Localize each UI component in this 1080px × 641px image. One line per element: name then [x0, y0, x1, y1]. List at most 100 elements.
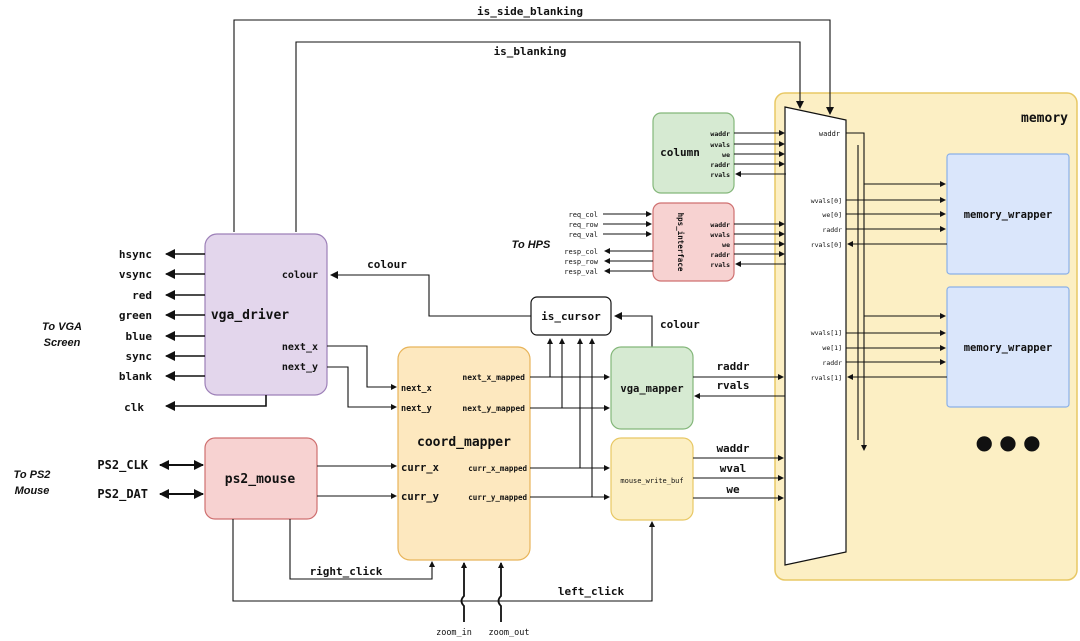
vga-out-0: hsync — [119, 248, 152, 261]
ps2-dat-label: PS2_DAT — [97, 487, 148, 502]
hps-out-0: resp_col — [564, 248, 598, 256]
to-ps2-line1: To PS2 — [14, 469, 51, 481]
cm-next-x-mapped: next_x_mapped — [462, 373, 525, 382]
right-click-label: right_click — [310, 565, 383, 578]
column-title: column — [660, 146, 700, 159]
hps-port-4: rvals — [710, 261, 730, 269]
to-hps-label: To HPS — [512, 239, 551, 251]
coord-mapper-title: coord_mapper — [417, 435, 511, 450]
column-wires — [734, 130, 786, 177]
hps-wires — [603, 211, 786, 274]
cm-curr-y-mapped: curr_y_mapped — [468, 493, 527, 502]
mux-bus — [846, 132, 867, 451]
vga-clk-label: clk — [124, 401, 144, 414]
coord-mapper-output-wires — [530, 374, 610, 500]
next-xy-wires — [327, 345, 397, 410]
click-wires — [232, 519, 655, 602]
vga-driver-next-x-port: next_x — [282, 342, 318, 353]
column-port-4: rvals — [710, 171, 730, 179]
cm-next-y: next_y — [401, 404, 432, 414]
zoom-wires — [460, 562, 504, 622]
memory-mux — [784, 106, 847, 566]
ps2-clk-label: PS2_CLK — [97, 458, 148, 473]
mwb-wval: wval — [720, 462, 747, 475]
is-cursor-title: is_cursor — [541, 310, 601, 323]
hps-interface-block — [652, 202, 735, 282]
memory-wrapper-2 — [946, 286, 1070, 408]
memory-wrapper-2-label: memory_wrapper — [964, 342, 1053, 354]
cm-next-y-mapped: next_y_mapped — [462, 404, 525, 413]
colour-label: colour — [367, 258, 407, 271]
is-blanking-label: is_blanking — [494, 45, 567, 58]
blanking-wires — [233, 19, 834, 232]
w1-port-0: wvals[0] — [811, 197, 842, 205]
coord-mapper-block — [397, 346, 531, 561]
vga-output-wires — [165, 249, 267, 411]
vga-mapper-block — [610, 346, 694, 430]
hps-port-0: waddr — [710, 221, 730, 229]
mwb-we: we — [726, 483, 740, 496]
is-cursor-colour-label: colour — [660, 318, 700, 331]
w1-port-2: raddr — [822, 226, 842, 234]
hps-port-3: raddr — [710, 251, 730, 259]
column-port-1: wvals — [710, 141, 730, 149]
w2-port-3: rvals[1] — [811, 374, 842, 382]
mouse-write-buf-wires — [693, 455, 784, 501]
vga-mapper-rvals: rvals — [716, 379, 749, 392]
vga-driver-title: vga_driver — [211, 308, 289, 323]
memory-wrapper-1 — [946, 153, 1070, 275]
hps-out-1: resp_row — [564, 258, 599, 266]
is-side-blanking-label: is_side_blanking — [477, 5, 583, 18]
vga-out-5: sync — [126, 350, 153, 363]
mux-waddr-label: waddr — [819, 130, 840, 138]
ps2-bidir-wires — [159, 460, 204, 499]
column-port-3: raddr — [710, 161, 730, 169]
hps-port-2: we — [722, 241, 730, 249]
hps-out-2: resp_val — [564, 268, 598, 276]
colour-wire — [330, 271, 531, 317]
wrapper-2-wires — [846, 313, 947, 380]
memory-wrapper-1-label: memory_wrapper — [964, 209, 1053, 221]
hps-in-1: req_row — [568, 221, 598, 229]
mouse-write-buf-block — [610, 437, 694, 521]
hps-in-0: req_col — [568, 211, 598, 219]
cm-next-x: next_x — [401, 384, 432, 394]
to-vga-line1: To VGA — [42, 321, 82, 333]
w2-port-2: raddr — [822, 359, 842, 367]
left-click-label: left_click — [558, 585, 625, 598]
cm-curr-y: curr_y — [401, 491, 440, 503]
vga-out-1: vsync — [119, 268, 152, 281]
column-port-2: we — [722, 151, 730, 159]
w1-port-1: we[0] — [822, 211, 842, 219]
column-block — [652, 112, 735, 194]
wrapper-1-wires — [846, 181, 947, 247]
column-port-0: waddr — [710, 130, 730, 138]
ps2-mouse-block — [204, 437, 318, 520]
memory-ellipsis: ● ● ● — [975, 430, 1040, 454]
mouse-write-buf-title: mouse_write_buf — [620, 477, 683, 485]
hps-port-1: wvals — [710, 231, 730, 239]
zoom-in-label: zoom_in — [436, 628, 472, 638]
vga-out-4: blue — [126, 330, 153, 343]
vga-mapper-raddr: raddr — [716, 360, 749, 373]
cm-curr-x: curr_x — [401, 462, 440, 474]
to-ps2-line2: Mouse — [15, 485, 50, 497]
w2-port-1: we[1] — [822, 344, 842, 352]
vga-out-6: blank — [119, 370, 152, 383]
hps-in-2: req_val — [568, 231, 598, 239]
vga-mapper-title: vga_mapper — [620, 383, 683, 395]
w1-port-3: rvals[0] — [811, 241, 842, 249]
ps2-to-coord-wires — [317, 463, 397, 499]
vga-driver-next-y-port: next_y — [282, 362, 318, 373]
vga-driver-colour-port: colour — [282, 270, 318, 281]
hps-interface-title: hps_interface — [676, 213, 685, 272]
to-vga-line2: Screen — [44, 337, 81, 349]
ps2-mouse-title: ps2_mouse — [225, 472, 296, 487]
vga-mapper-to-is-cursor — [614, 312, 653, 347]
memory-title: memory — [1021, 111, 1068, 126]
is-cursor-taps — [547, 338, 595, 497]
mwb-waddr: waddr — [716, 442, 749, 455]
vga-out-3: green — [119, 309, 152, 322]
vga-mapper-wires — [693, 374, 785, 399]
